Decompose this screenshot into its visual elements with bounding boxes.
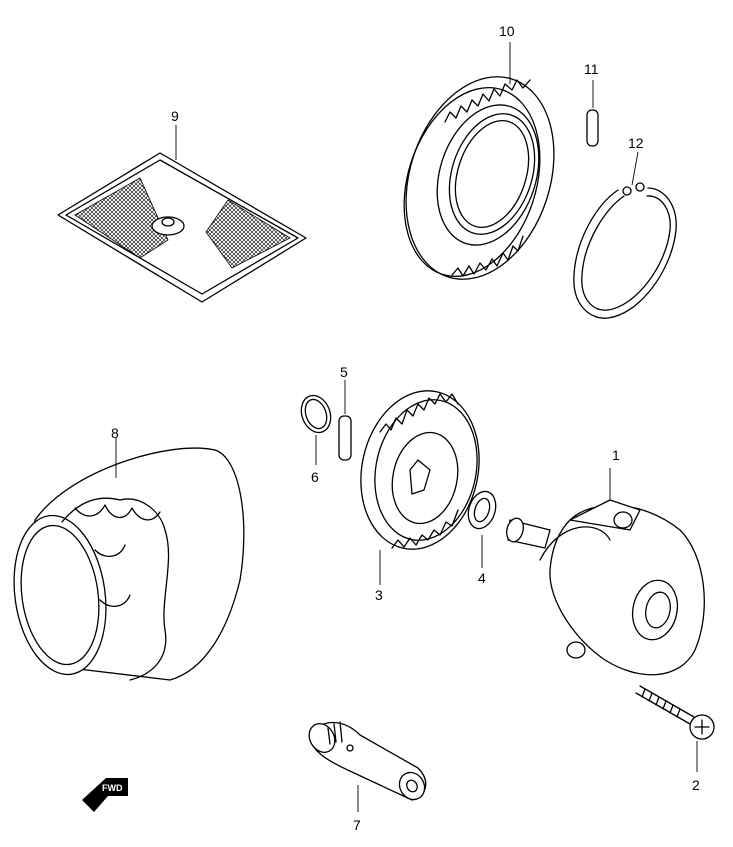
- callout-11: 11: [584, 61, 599, 77]
- callout-5: 5: [340, 364, 348, 380]
- oil-pump-assembly: [506, 468, 705, 676]
- callout-4: 4: [478, 570, 486, 586]
- callout-1: 1: [612, 447, 620, 463]
- forward-arrow-icon: FWD: [82, 778, 128, 812]
- dowel-pin: [338, 380, 352, 461]
- callout-3: 3: [375, 587, 383, 603]
- circlip-small: [300, 394, 332, 465]
- washer: [467, 490, 497, 568]
- callout-2: 2: [692, 777, 700, 793]
- fwd-label: FWD: [102, 783, 123, 793]
- callout-9: 9: [171, 108, 179, 124]
- callout-12: 12: [628, 135, 644, 151]
- callout-10: 10: [499, 23, 515, 39]
- callout-8: 8: [111, 425, 119, 441]
- oil-strainer: [57, 125, 307, 303]
- callout-6: 6: [311, 469, 319, 485]
- driven-gear-large: [403, 42, 555, 280]
- dowel-pin-small: [586, 80, 599, 147]
- callout-7: 7: [353, 817, 361, 833]
- pump-mounting-bolt: [635, 685, 715, 772]
- circlip-large: [573, 151, 677, 319]
- oil-jet-nipple: [308, 721, 427, 812]
- oil-pump-drive-gear: [360, 390, 480, 585]
- oil-filter: [13, 438, 245, 681]
